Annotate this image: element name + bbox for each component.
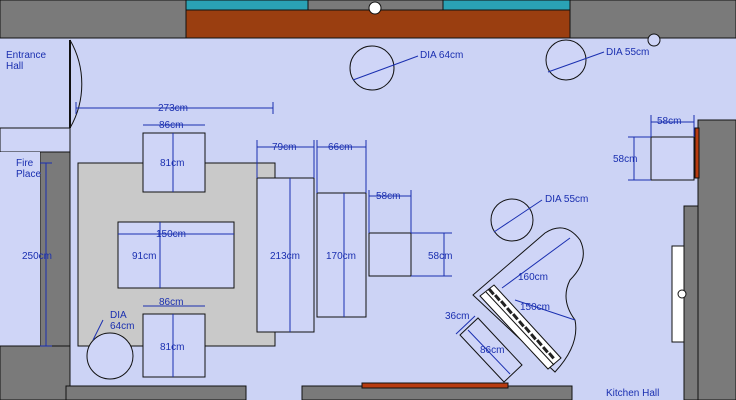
- wall-left-bottom: [0, 345, 71, 400]
- wall-top-left: [0, 0, 187, 39]
- round-table-bottom-left-leader: [92, 319, 104, 341]
- sofa-66-width-label: 66cm: [328, 142, 352, 153]
- piano-black-key: [505, 307, 513, 315]
- entrance-door-arc: [69, 39, 83, 129]
- round-table-top-right-label: DIA 55cm: [606, 47, 649, 58]
- wall-bottom-left: [65, 385, 247, 400]
- side-table-width-label: 58cm: [657, 116, 681, 127]
- armchair-top-height-label: 81cm: [160, 158, 184, 169]
- wall-outlet-icon: [647, 33, 661, 47]
- piano-body: [472, 227, 584, 373]
- ottoman-width-label: 58cm: [376, 191, 400, 202]
- piano-length-label: 160cm: [518, 272, 548, 283]
- sofa-79: [256, 177, 315, 333]
- bench-depth-line: [455, 315, 476, 335]
- piano-black-key: [487, 288, 495, 296]
- window-right: [442, 0, 571, 11]
- rug-width-label: 273cm: [158, 103, 188, 114]
- wall-right: [697, 119, 736, 400]
- light-fixture-icon: [368, 1, 382, 15]
- piano-black-key: [530, 333, 537, 341]
- sofa-66-height-label: 170cm: [326, 251, 356, 262]
- wall-right-inner: [683, 205, 699, 400]
- bottom-threshold: [361, 382, 509, 389]
- bench-width-line: [467, 329, 511, 375]
- piano-black-key: [536, 339, 543, 347]
- piano-width-line: [514, 299, 576, 321]
- rug-height-label: 250cm: [22, 251, 52, 262]
- piano-black-keys: [487, 288, 555, 360]
- piano-length-line: [501, 237, 571, 289]
- piano-width-label: 150cm: [520, 302, 550, 313]
- round-table-top-right: [545, 39, 587, 81]
- ottoman: [368, 232, 412, 277]
- round-table-bottom-left-label-text-line2: 64cm: [110, 321, 134, 332]
- piano-black-key: [548, 352, 555, 360]
- round-table-top-label: DIA 64cm: [420, 50, 463, 61]
- piano-bench: 36cm 86cm: [445, 311, 523, 383]
- piano-bench-shape: [459, 317, 523, 383]
- round-table-top-leader: [352, 55, 419, 81]
- bench-width-label: 86cm: [480, 345, 504, 356]
- sofa-66: [316, 192, 367, 318]
- fireplace-hearth: [0, 152, 40, 346]
- kitchen-hall-label: Kitchen Hall: [606, 388, 659, 399]
- grand-piano: 160cm 150cm: [472, 227, 584, 373]
- coffee-table-width-label: 150cm: [156, 229, 186, 240]
- armchair-top-width-label: 86cm: [159, 120, 183, 131]
- side-table: [650, 136, 695, 181]
- round-table-bottom-left: [86, 332, 134, 380]
- piano-black-key: [524, 326, 531, 334]
- piano-black-key: [518, 320, 525, 328]
- armchair-bottom: [142, 313, 206, 378]
- ottoman-height-label: 58cm: [428, 251, 452, 262]
- piano-keys-line: [485, 291, 555, 366]
- round-table-mid-label: DIA 55cm: [545, 194, 588, 205]
- coffee-table-height-label: 91cm: [132, 251, 156, 262]
- round-table-bottom-left-label-text: DIA: [110, 310, 127, 321]
- sofa-79-height-label: 213cm: [270, 251, 300, 262]
- armchair-top: [142, 132, 206, 193]
- right-door-knob: [677, 289, 687, 299]
- rug-width-dimension: 273cm: [75, 102, 274, 114]
- right-wall-trim: [694, 127, 700, 179]
- sofa-79-width-label: 79cm: [272, 142, 296, 153]
- fireplace-line1: Fire: [16, 158, 34, 169]
- fireplace-line1-line2: Place: [16, 169, 41, 180]
- piano-black-key: [493, 294, 501, 302]
- piano-keyboard: [479, 284, 562, 370]
- wall-left-notch: [0, 127, 71, 153]
- armchair-bottom-width-label: 86cm: [159, 297, 183, 308]
- piano-keys: [485, 291, 555, 366]
- entrance-hall-line1: Entrance: [6, 50, 46, 61]
- entrance-hall-line1-line2: Hall: [6, 61, 23, 72]
- fireplace-wall: [39, 151, 71, 347]
- coffee-table: [117, 221, 235, 289]
- side-table-height-label: 58cm: [613, 154, 637, 165]
- piano-black-key: [499, 300, 507, 308]
- piano-black-key: [542, 346, 549, 354]
- entrance-door: [69, 39, 83, 129]
- bench-depth-label: 36cm: [445, 311, 469, 322]
- piano-black-key: [511, 313, 519, 321]
- round-table-top: [349, 45, 395, 91]
- wall-top-right: [569, 0, 736, 39]
- armchair-bottom-height-label: 81cm: [160, 342, 184, 353]
- rug-height-dimension: 250cm: [22, 162, 52, 347]
- round-table-mid-leader: [493, 199, 543, 233]
- round-table-top-right-leader: [547, 51, 605, 73]
- window-left: [185, 0, 309, 11]
